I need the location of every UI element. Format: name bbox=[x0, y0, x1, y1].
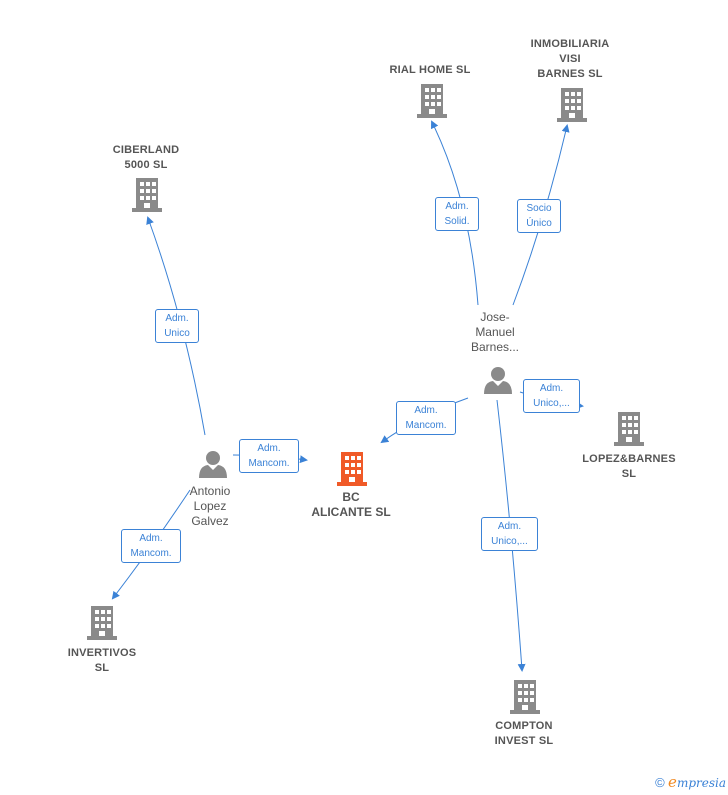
building-icon-inmobiliaria bbox=[557, 88, 587, 122]
brand-name: mpresia bbox=[676, 776, 726, 790]
building-icon-invertivos bbox=[87, 606, 117, 640]
node-label-bc[interactable]: BC ALICANTE SL bbox=[311, 490, 391, 519]
building-icon-ciberland bbox=[132, 178, 162, 212]
building-icon-bc bbox=[337, 452, 367, 486]
node-label-ciberland[interactable]: CIBERLAND 5000 SL bbox=[112, 144, 180, 171]
copyright-icon: © bbox=[655, 775, 665, 790]
person-icon-antonio bbox=[199, 451, 227, 478]
node-label-rial[interactable]: RIAL HOME SL bbox=[389, 64, 471, 76]
node-label-lopezbarnes[interactable]: LOPEZ&BARNES SL bbox=[582, 453, 676, 480]
node-label-compton[interactable]: COMPTON INVEST SL bbox=[494, 720, 554, 747]
node-label-inmobiliaria[interactable]: INMOBILIARIA VISI BARNES SL bbox=[530, 38, 610, 80]
edge-label-antonio-bc[interactable]: Adm. Mancom. bbox=[239, 439, 299, 473]
edge-label-jose-rial[interactable]: Adm. Solid. bbox=[435, 197, 479, 231]
edge-label-jose-bc[interactable]: Adm. Mancom. bbox=[396, 401, 456, 435]
brand-e: e bbox=[668, 773, 677, 791]
edge-label-jose-compton[interactable]: Adm. Unico,... bbox=[481, 517, 538, 551]
building-icon-compton bbox=[510, 680, 540, 714]
building-icon-rial bbox=[417, 84, 447, 118]
building-icon-lopezbarnes bbox=[614, 412, 644, 446]
node-label-invertivos[interactable]: INVERTIVOS SL bbox=[67, 647, 137, 674]
edge-label-antonio-invertivos[interactable]: Adm. Mancom. bbox=[121, 529, 181, 563]
node-label-antonio[interactable]: Antonio Lopez Galvez bbox=[189, 484, 231, 528]
edge-label-jose-inmobiliaria[interactable]: Socio Único bbox=[517, 199, 561, 233]
edge-label-jose-lopezbarnes[interactable]: Adm. Unico,... bbox=[523, 379, 580, 413]
edge-label-antonio-ciberland[interactable]: Adm. Unico bbox=[155, 309, 199, 343]
node-label-jose[interactable]: Jose- Manuel Barnes... bbox=[470, 310, 520, 354]
brand-footer[interactable]: © empresia bbox=[655, 773, 726, 791]
person-icon-jose bbox=[484, 367, 512, 394]
